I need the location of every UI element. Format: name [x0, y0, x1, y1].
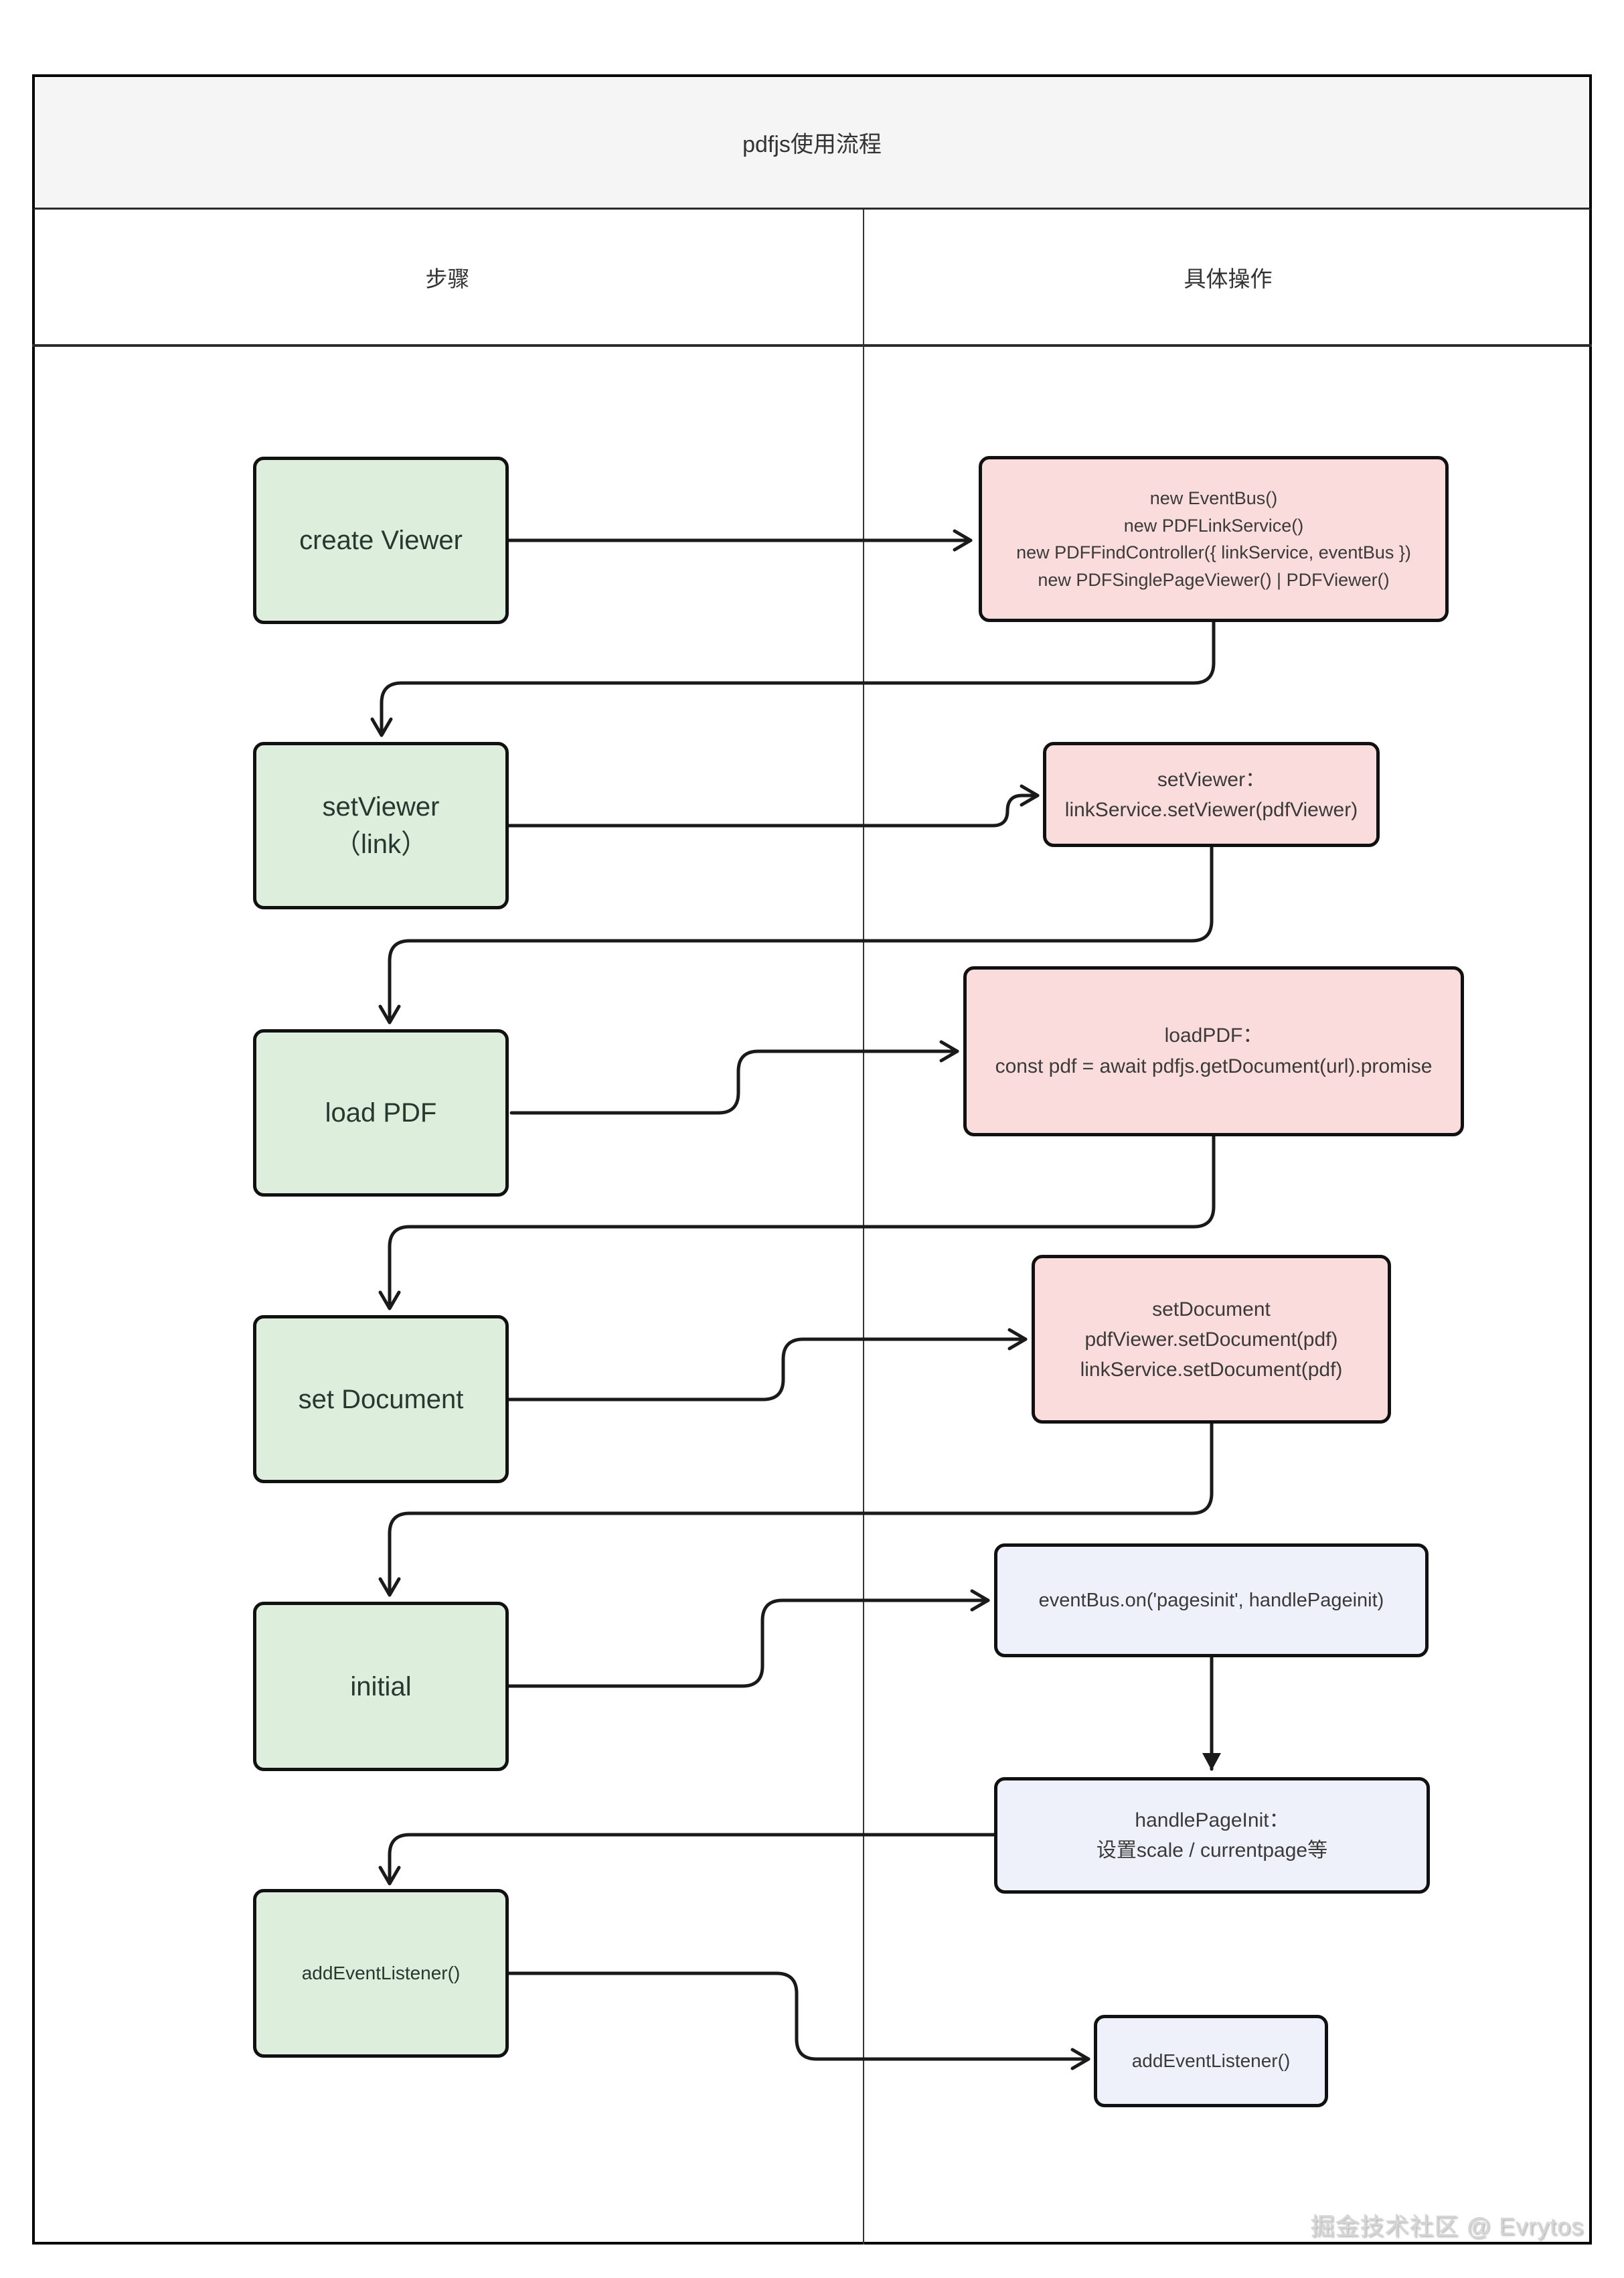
- op-node-create-viewer: new EventBus() new PDFLinkService() new …: [979, 456, 1449, 622]
- watermark: 掘金技术社区 @ Evrytos: [1310, 2212, 1584, 2240]
- column-header-operations-label: 具体操作: [1184, 266, 1273, 291]
- column-header-steps-label: 步骤: [425, 266, 470, 291]
- op-node-set-document: setDocument pdfViewer.setDocument(pdf) l…: [1032, 1255, 1391, 1424]
- diagram-title-row: pdfjs使用流程: [32, 74, 1592, 210]
- header-row-divider: [32, 344, 1592, 347]
- op-node-add-event-listener: addEventListener(): [1094, 2015, 1328, 2107]
- column-divider: [863, 210, 864, 2245]
- op-node-handle-page-init: handlePageInit： 设置scale / currentpage等: [994, 1777, 1430, 1894]
- step-node-add-event-listener: addEventListener(): [253, 1889, 509, 2058]
- column-header-operations: 具体操作: [864, 210, 1592, 344]
- step-node-initial: initial: [253, 1602, 509, 1771]
- op-node-load-pdf: loadPDF： const pdf = await pdfjs.getDocu…: [963, 966, 1464, 1136]
- op-node-pagesinit: eventBus.on('pagesinit', handlePageinit): [994, 1543, 1429, 1657]
- op-node-set-viewer: setViewer： linkService.setViewer(pdfView…: [1043, 742, 1380, 847]
- step-node-load-pdf: load PDF: [253, 1029, 509, 1197]
- diagram-title: pdfjs使用流程: [742, 132, 882, 157]
- step-node-set-document: set Document: [253, 1315, 509, 1483]
- step-node-create-viewer: create Viewer: [253, 457, 509, 624]
- step-node-set-viewer: setViewer （link）: [253, 742, 509, 909]
- column-header-steps: 步骤: [32, 210, 863, 344]
